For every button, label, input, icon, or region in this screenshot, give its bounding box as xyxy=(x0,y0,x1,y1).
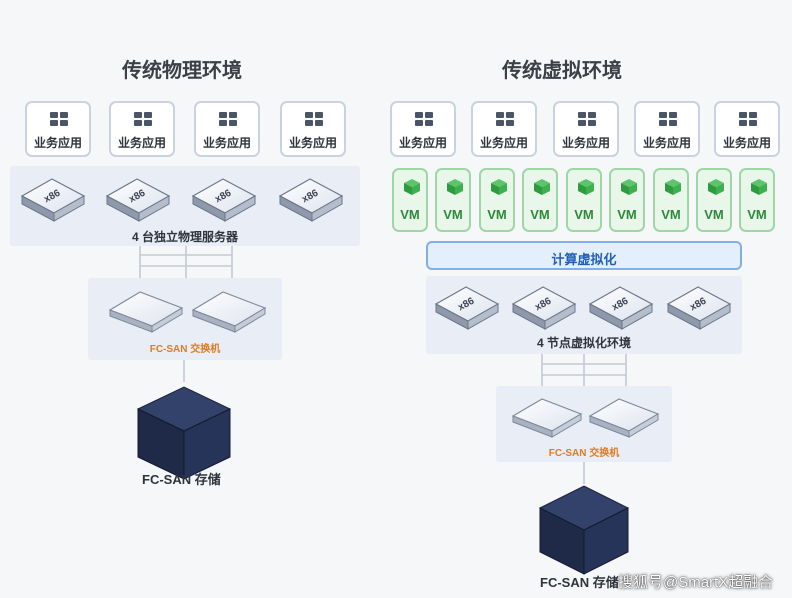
vm-box: VM xyxy=(566,168,602,232)
virtualization-label: 计算虚拟化 xyxy=(551,252,617,267)
vm-box: VM xyxy=(435,168,471,232)
app-label: 业务应用 xyxy=(202,136,251,150)
san-switch-icon xyxy=(511,398,583,438)
vm-label: VM xyxy=(747,207,767,222)
vm-label: VM xyxy=(530,207,550,222)
left-storage-label: FC-SAN 存储 xyxy=(142,472,221,487)
left-connector-lines xyxy=(139,246,233,382)
vm-cube-icon xyxy=(708,179,724,195)
vm-box: VM xyxy=(392,168,428,232)
vm-label: VM xyxy=(617,207,637,222)
left-app-box: 业务应用 xyxy=(280,101,346,157)
vm-cube-icon xyxy=(665,179,681,195)
right-app-box: 业务应用 xyxy=(390,101,456,157)
right-app-box: 业务应用 xyxy=(471,101,537,157)
app-label: 业务应用 xyxy=(288,136,337,150)
left-title: 传统物理环境 xyxy=(122,60,242,82)
storage-cube-icon xyxy=(538,485,630,575)
left-server-group-label: 4 台独立物理服务器 xyxy=(131,230,238,244)
app-label: 业务应用 xyxy=(642,136,691,150)
app-grid-icon xyxy=(415,112,433,126)
vm-cube-icon xyxy=(404,179,420,195)
vm-box: VM xyxy=(653,168,689,232)
vm-label: VM xyxy=(443,207,463,222)
san-switch-icon xyxy=(588,398,660,438)
x86-server-icon: x86 xyxy=(20,178,86,222)
left-app-box: 业务应用 xyxy=(194,101,260,157)
app-label: 业务应用 xyxy=(722,136,771,150)
vm-box: VM xyxy=(609,168,645,232)
x86-server-icon: x86 xyxy=(434,286,500,330)
right-app-box: 业务应用 xyxy=(553,101,619,157)
vm-cube-icon xyxy=(491,179,507,195)
vm-label: VM xyxy=(704,207,724,222)
app-grid-icon xyxy=(50,112,68,126)
right-title: 传统虚拟环境 xyxy=(502,60,622,82)
vm-cube-icon xyxy=(621,179,637,195)
app-grid-icon xyxy=(578,112,596,126)
vm-label: VM xyxy=(661,207,681,222)
watermark-text: 搜狐号@SmartX超融合 xyxy=(618,574,774,591)
app-label: 业务应用 xyxy=(398,136,447,150)
app-label: 业务应用 xyxy=(117,136,166,150)
virtualization-bar: 计算虚拟化 xyxy=(426,241,742,270)
vm-box: VM xyxy=(522,168,558,232)
vm-box: VM xyxy=(696,168,732,232)
app-grid-icon xyxy=(739,112,757,126)
app-label: 业务应用 xyxy=(479,136,528,150)
app-grid-icon xyxy=(134,112,152,126)
vm-label: VM xyxy=(487,207,507,222)
vm-box: VM xyxy=(739,168,775,232)
vm-label: VM xyxy=(400,207,420,222)
right-storage-label: FC-SAN 存储 xyxy=(540,575,619,590)
right-switch-label: FC-SAN 交换机 xyxy=(548,448,620,459)
app-grid-icon xyxy=(496,112,514,126)
vm-box: VM xyxy=(479,168,515,232)
x86-server-icon: x86 xyxy=(588,286,654,330)
vm-cube-icon xyxy=(447,179,463,195)
app-grid-icon xyxy=(219,112,237,126)
vm-label: VM xyxy=(574,207,594,222)
vm-cube-icon xyxy=(578,179,594,195)
app-label: 业务应用 xyxy=(561,136,610,150)
x86-server-icon: x86 xyxy=(105,178,171,222)
app-grid-icon xyxy=(305,112,323,126)
right-connector-lines xyxy=(541,354,627,484)
left-app-box: 业务应用 xyxy=(25,101,91,157)
x86-server-icon: x86 xyxy=(278,178,344,222)
right-app-box: 业务应用 xyxy=(634,101,700,157)
right-server-group-label: 4 节点虚拟化环境 xyxy=(536,336,631,350)
x86-server-icon: x86 xyxy=(666,286,732,330)
vm-cube-icon xyxy=(534,179,550,195)
right-app-box: 业务应用 xyxy=(714,101,780,157)
x86-server-icon: x86 xyxy=(511,286,577,330)
left-switch-label: FC-SAN 交换机 xyxy=(149,344,221,355)
app-grid-icon xyxy=(659,112,677,126)
app-label: 业务应用 xyxy=(33,136,82,150)
vm-cube-icon xyxy=(751,179,767,195)
left-app-box: 业务应用 xyxy=(109,101,175,157)
storage-cube-icon xyxy=(136,386,232,480)
x86-server-icon: x86 xyxy=(191,178,257,222)
